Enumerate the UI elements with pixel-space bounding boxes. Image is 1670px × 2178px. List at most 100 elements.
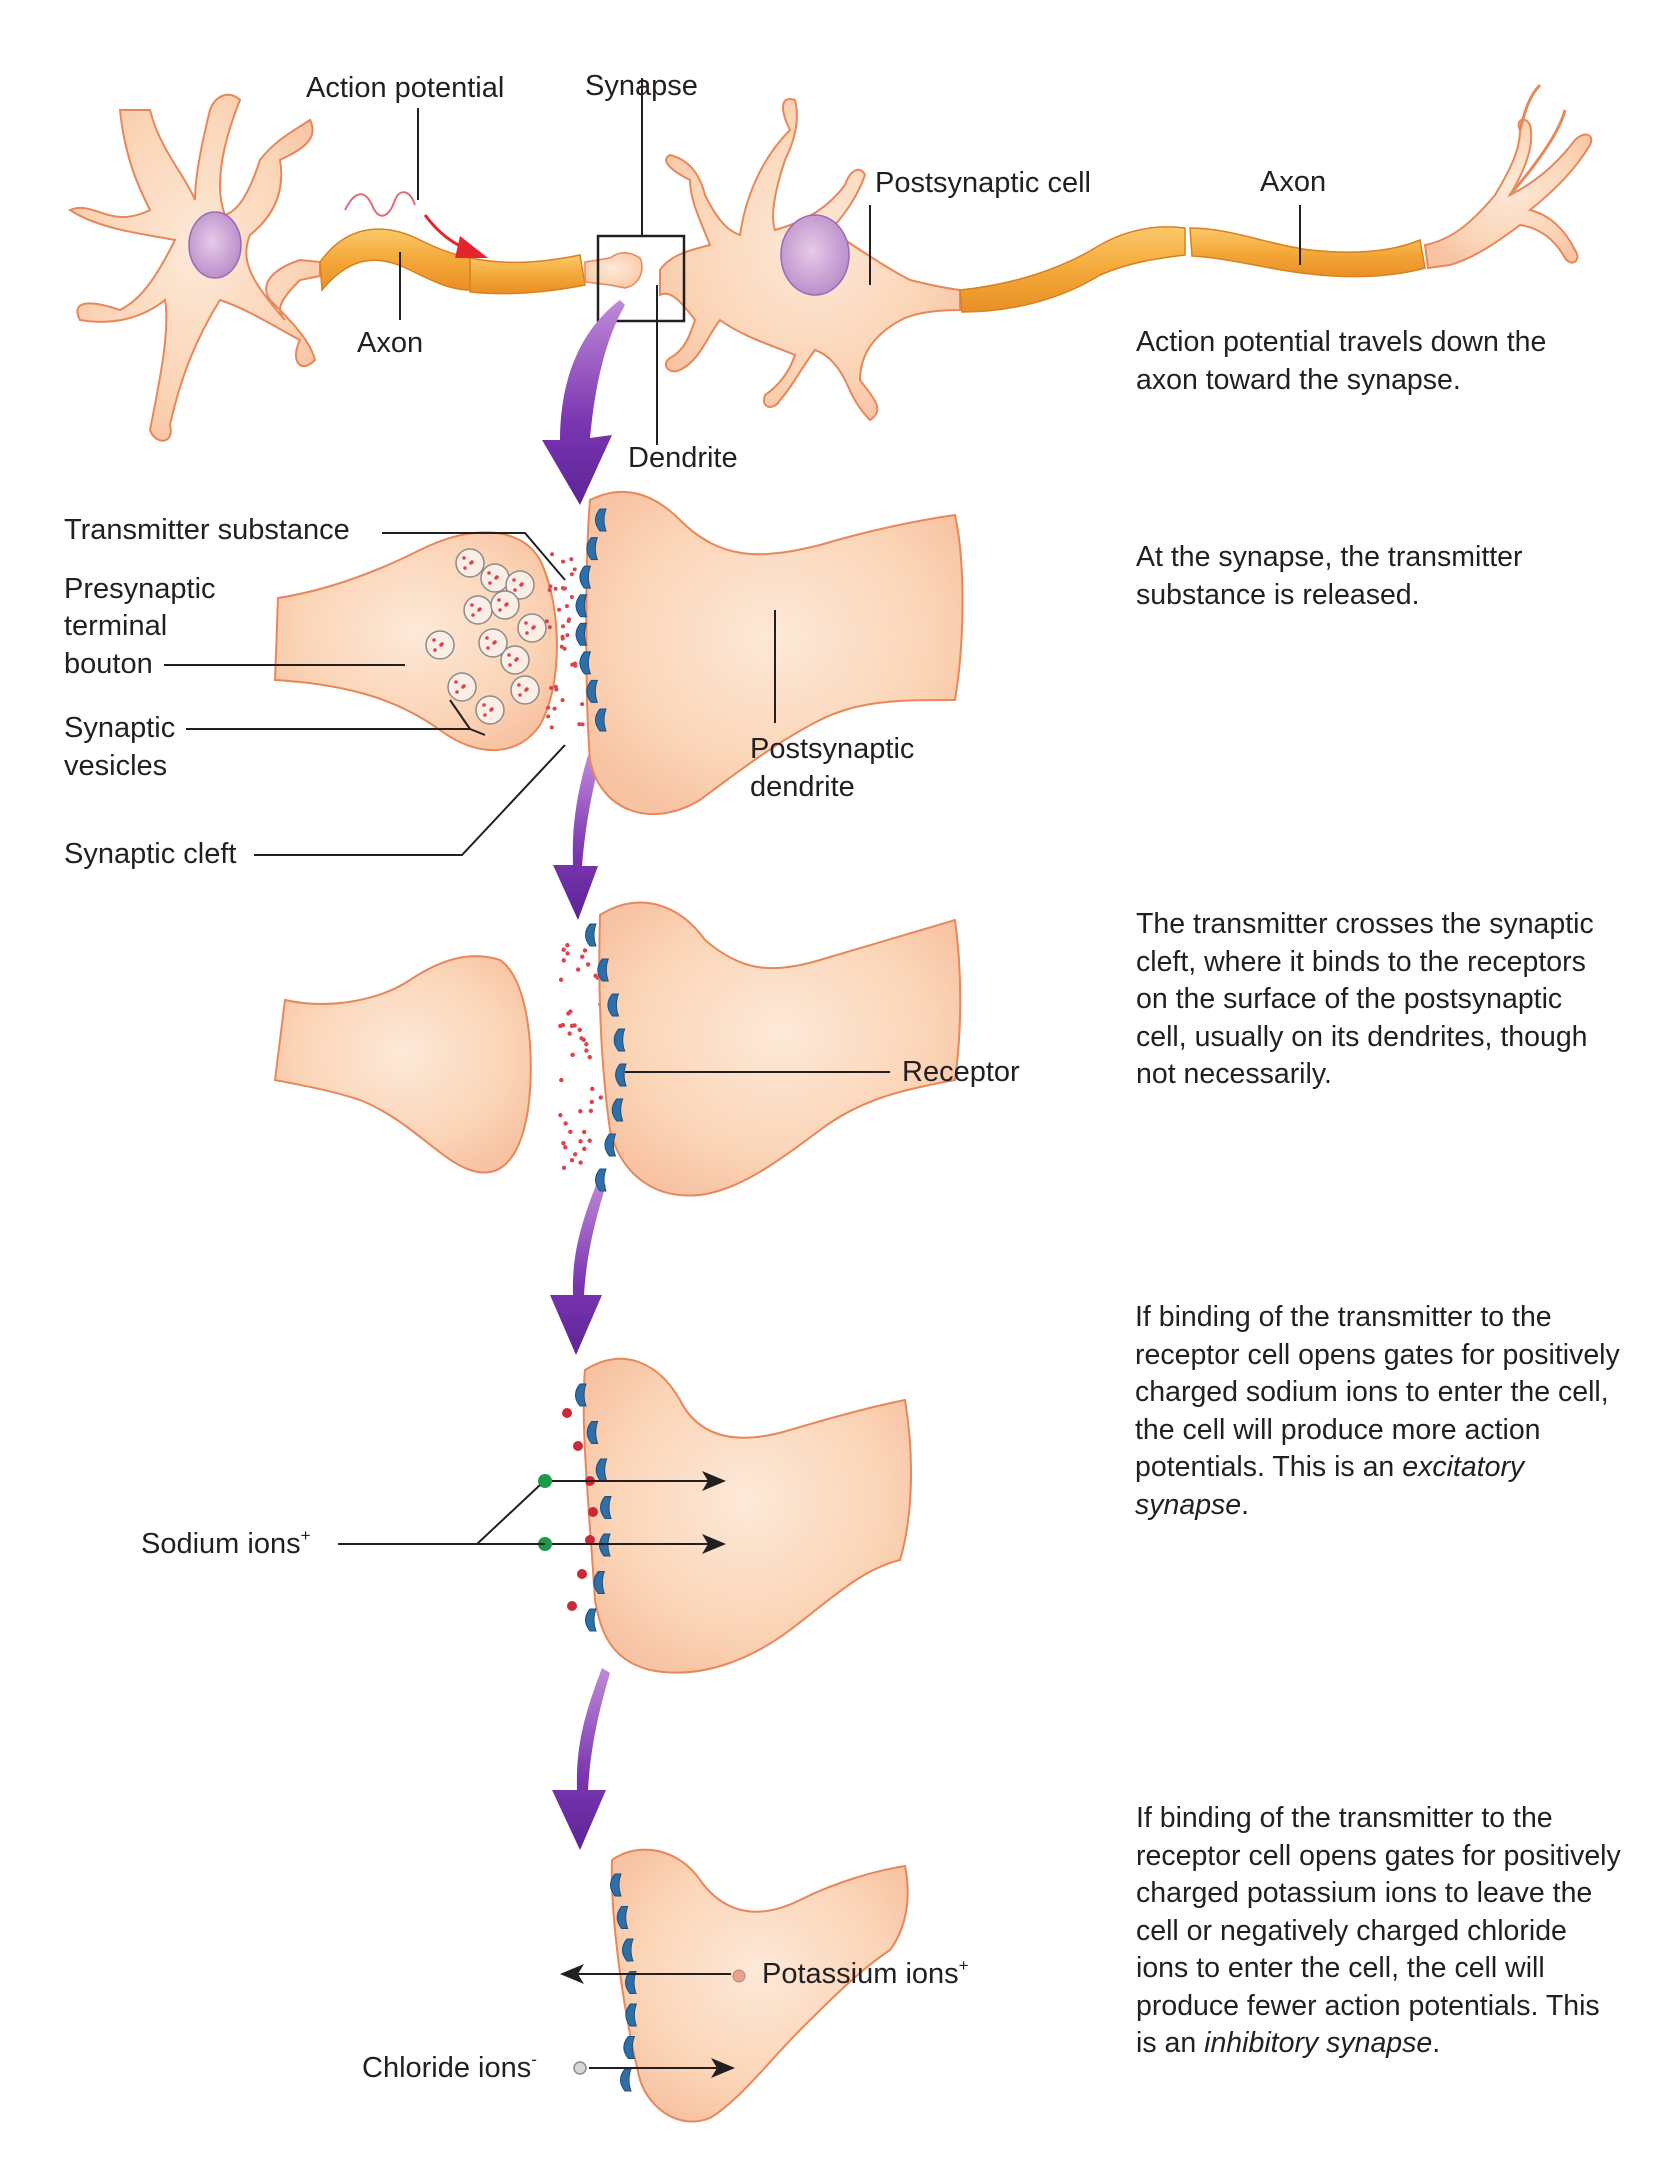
bound-transmitter-dot (567, 1601, 577, 1611)
transmitter-dot (559, 1077, 564, 1083)
transmitter-dot (572, 661, 577, 666)
receptor-icon (585, 1608, 597, 1632)
vesicle-icon (510, 675, 540, 705)
vesicle-icon (463, 595, 493, 625)
transmitter-dot (580, 722, 585, 727)
transmitter-dot (569, 1157, 575, 1163)
transmitter-dot (561, 586, 566, 591)
label-action-potential: Action potential (306, 72, 505, 104)
vesicle-icon (425, 630, 455, 660)
ion-markers-inhibitory (573, 1969, 746, 2075)
receptor-icon (575, 622, 588, 646)
bound-transmitter-dot (585, 1535, 595, 1545)
transmitter-dot (561, 624, 566, 629)
label-postsynaptic-dendrite-line2: dendrite (750, 771, 855, 803)
transmitter-dots-release (544, 552, 586, 730)
postsynaptic-neuron (659, 98, 961, 422)
label-postsynaptic-dendrite-line1: Postsynaptic (750, 733, 915, 765)
receptor-icon (616, 1906, 629, 1929)
postsynaptic-dendrite-4 (582, 1357, 912, 1674)
transmitter-dot (584, 1042, 589, 1047)
label-dendrite: Dendrite (628, 442, 738, 474)
vesicle-icon (505, 570, 535, 600)
transmitter-dot (561, 559, 566, 564)
transmitter-dot (565, 951, 570, 956)
label-axon-presynaptic: Axon (357, 327, 424, 359)
description-action-potential: Action potential travels down the axon t… (1136, 326, 1547, 396)
inhibitory-synapse-term: inhibitory synapse (1204, 2027, 1433, 2059)
label-synaptic-cleft: Synaptic cleft (64, 838, 237, 870)
presynaptic-terminal-3 (273, 955, 532, 1174)
transmitter-dot (560, 1022, 566, 1028)
receptor-icon (604, 1133, 617, 1157)
receptor-icon (595, 708, 607, 732)
vesicle-icon (480, 563, 510, 593)
receptors-panel3 (585, 923, 627, 1192)
transmitter-dot (575, 967, 581, 972)
transmitter-dot (549, 685, 554, 690)
receptors-panel4 (575, 1383, 612, 1632)
label-postsynaptic-cell: Postsynaptic cell (875, 167, 1091, 199)
transmitter-dot (580, 702, 585, 707)
transmitter-dot (565, 943, 570, 948)
transmitter-dot (567, 1031, 572, 1036)
description-transmitter-release: At the synapse, the transmitter substanc… (1136, 541, 1523, 611)
transmitter-dot (565, 633, 570, 638)
transmitter-dot (566, 1011, 571, 1016)
potassium-charge: + (958, 1956, 969, 1975)
chloride-ion (573, 2061, 587, 2075)
vesicle-icon (447, 672, 477, 702)
receptor-icon (607, 993, 620, 1017)
receptor-icon (625, 2003, 638, 2027)
transmitter-dot (587, 1055, 592, 1060)
transmitter-dot (588, 1108, 594, 1114)
transmitter-dot (546, 705, 551, 710)
presynaptic-bouton (273, 531, 558, 751)
receptor-icon (620, 2068, 632, 2092)
panel4-leader-lines (338, 1471, 726, 1554)
bound-transmitter-dot (588, 1507, 598, 1517)
receptor-icon (613, 1028, 626, 1052)
chloride-ions-text: Chloride ions (362, 2052, 532, 2084)
transmitter-dots-cleft (558, 943, 603, 1171)
transmitter-dot (578, 1160, 583, 1165)
transmitter-dot (582, 948, 588, 953)
sodium-ion (538, 1474, 552, 1488)
transmitter-dot (569, 594, 574, 599)
label-transmitter-substance: Transmitter substance (64, 514, 350, 546)
inhibitory-text: If binding of the transmitter to the rec… (1136, 1802, 1621, 2059)
transmitter-dot (558, 977, 564, 982)
receptor-icon (579, 565, 592, 589)
transmitter-dot (589, 1099, 595, 1105)
transmitter-dot (561, 958, 566, 963)
transmitter-dot (553, 586, 558, 591)
transmitter-dot (563, 1121, 568, 1126)
excitatory-period: . (1241, 1488, 1250, 1521)
label-axon-postsynaptic: Axon (1260, 166, 1327, 198)
description-excitatory: If binding of the transmitter to the rec… (1135, 1299, 1625, 1524)
vesicle-icon (500, 645, 530, 675)
potassium-ion (732, 1969, 746, 1983)
transmitter-dot (569, 557, 574, 562)
panel2-leader-lines (164, 532, 776, 856)
transmitter-dot (587, 1138, 592, 1143)
transmitter-dot (560, 698, 565, 703)
transmitter-dot (598, 1095, 603, 1100)
transmitter-dot (590, 1086, 595, 1092)
vesicle-icon (455, 548, 485, 578)
label-synaptic-vesicles-line1: Synaptic (64, 712, 176, 744)
receptor-icon (593, 1571, 606, 1594)
transmitter-dot (544, 619, 549, 624)
potassium-ions-text: Potassium ions (762, 1958, 959, 1990)
panel1-leader-lines (399, 78, 1301, 445)
flow-arrow-3 (550, 1180, 606, 1355)
receptors-panel5 (610, 1873, 638, 2092)
receptor-icon (610, 1873, 622, 1897)
transmitter-dot (548, 584, 553, 589)
receptor-icon (611, 1098, 624, 1122)
bound-transmitter-dot (573, 1441, 583, 1451)
transmitter-dot (573, 1152, 578, 1157)
postsynaptic-dendrite-5 (610, 1848, 909, 2123)
transmitter-dot (564, 604, 569, 609)
receptor-icon (625, 1971, 637, 1994)
